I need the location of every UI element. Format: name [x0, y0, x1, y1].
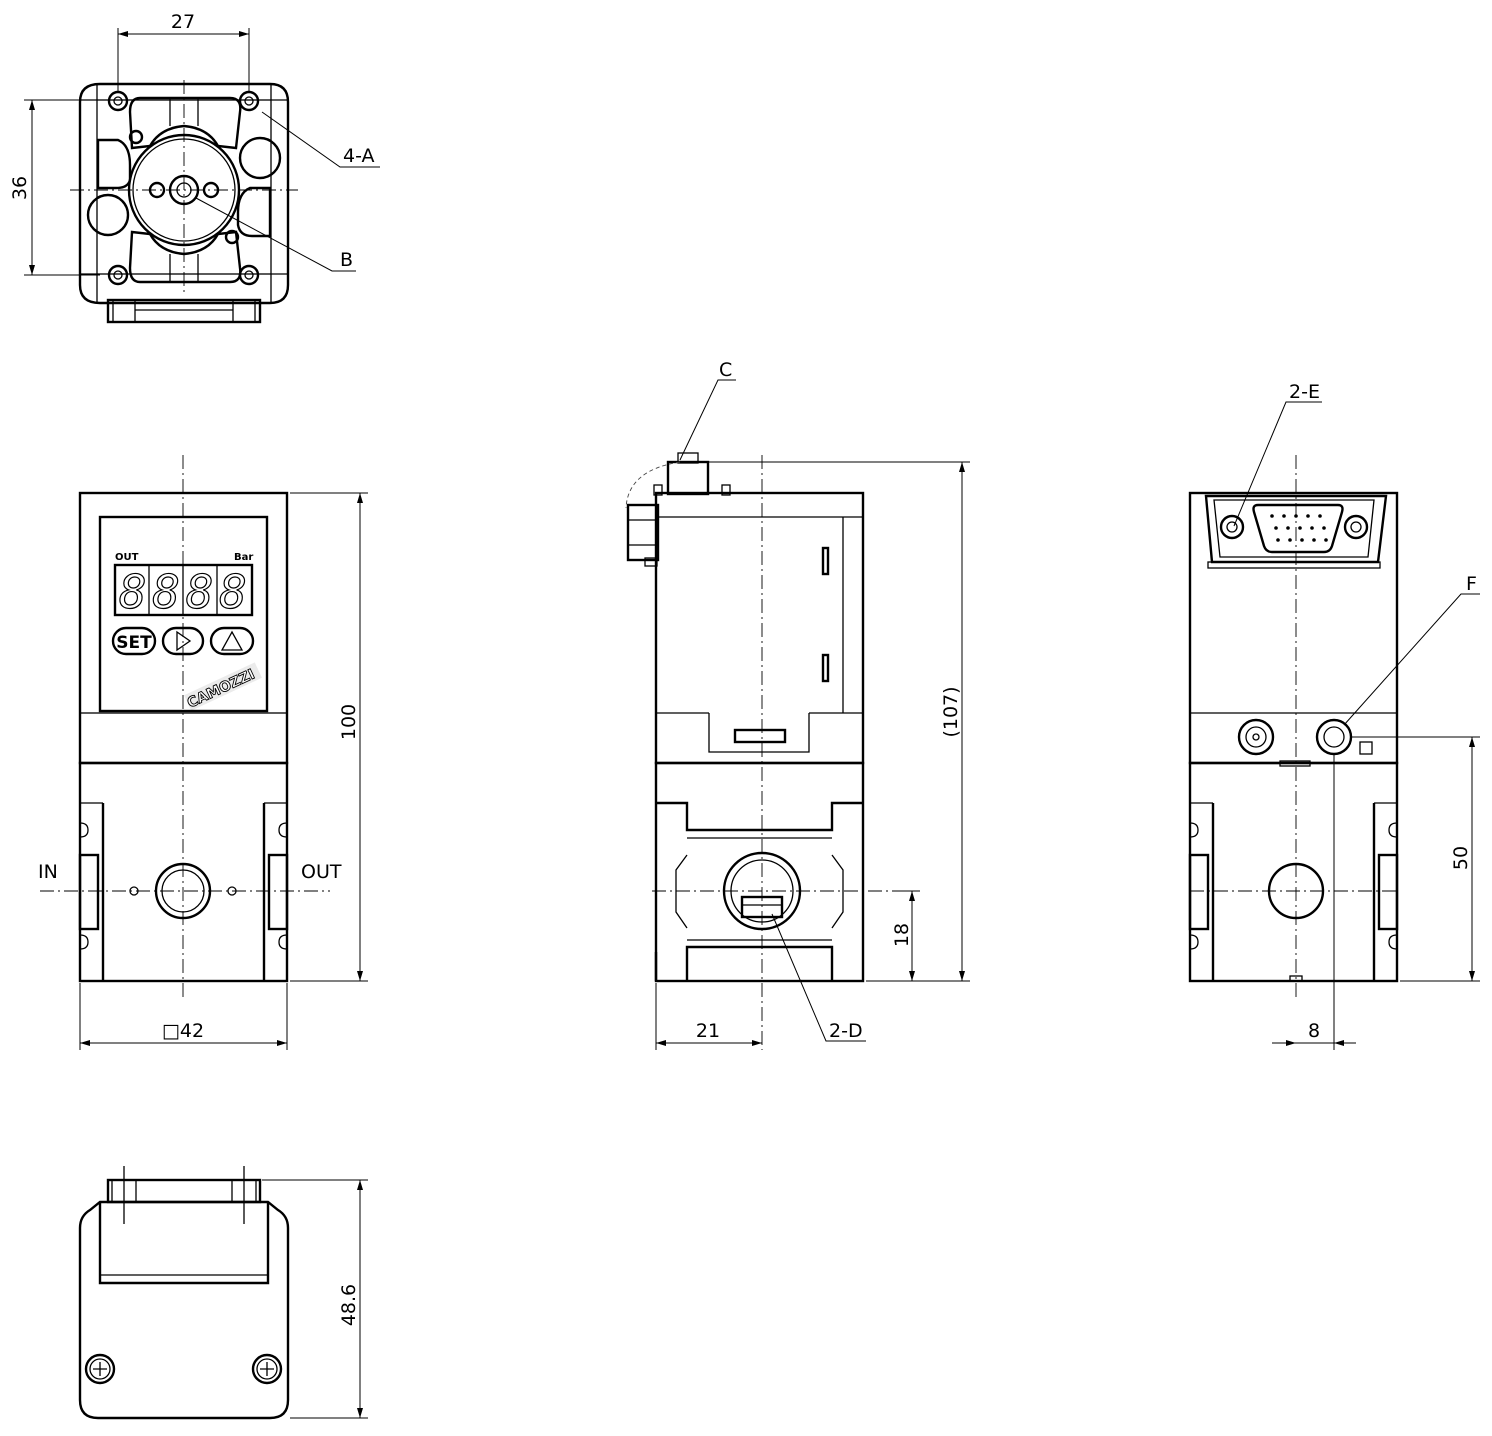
- side-view: C (107) 18 21 2-D: [625, 359, 970, 1050]
- connector-screw: [1343, 514, 1369, 540]
- phillips-screw-icon: [84, 1353, 116, 1385]
- front-view: OUT Bar 8888 SET CAMOZZI: [38, 455, 368, 1050]
- brand-logo: CAMOZZI: [185, 666, 257, 711]
- rear-dim-exhaust-height: 50: [1450, 846, 1472, 870]
- set-button-label: SET: [116, 633, 152, 653]
- callout-mount-holes: 4-A: [343, 145, 375, 167]
- triangle-up-icon: [220, 630, 244, 651]
- mounting-hole: [238, 90, 260, 112]
- set-button[interactable]: SET: [111, 626, 157, 656]
- top-dim-width: 27: [171, 11, 195, 33]
- mounting-hole: [107, 264, 129, 286]
- port-out-label: OUT: [301, 861, 342, 883]
- display-out-label: OUT: [115, 552, 139, 563]
- exhaust-port: [1315, 718, 1353, 756]
- bottom-view: 48.6: [78, 1166, 368, 1420]
- mounting-hole: [107, 90, 129, 112]
- port-in-label: IN: [38, 861, 58, 883]
- side-dim-height: (107): [940, 686, 962, 737]
- callout-port-2d: 2-D: [829, 1020, 863, 1042]
- play-icon: [176, 630, 192, 652]
- rear-view: 2-E F 50 8: [1188, 381, 1480, 1050]
- next-button[interactable]: [161, 626, 205, 656]
- front-dim-height: 100: [338, 704, 360, 740]
- mounting-hole: [238, 264, 260, 286]
- bottom-dim-depth: 48.6: [338, 1284, 360, 1326]
- callout-connector-2e: 2-E: [1289, 381, 1320, 403]
- front-dim-width: □42: [162, 1020, 204, 1042]
- callout-port-b: B: [340, 249, 353, 271]
- callout-exhaust-f: F: [1466, 573, 1477, 595]
- display-unit-label: Bar: [234, 552, 253, 563]
- side-dim-port-height: 18: [891, 923, 913, 947]
- rear-dim-exhaust-offset: 8: [1308, 1020, 1320, 1042]
- top-dim-height: 36: [9, 176, 31, 200]
- up-button[interactable]: [209, 626, 255, 656]
- phillips-screw-icon: [251, 1353, 283, 1385]
- d-sub-connector-icon: [1252, 503, 1344, 554]
- side-dim-half-width: 21: [696, 1020, 720, 1042]
- exhaust-port: [1237, 718, 1275, 756]
- connector-screw: [1219, 514, 1245, 540]
- top-view: 27 36 4-A B: [9, 11, 380, 324]
- callout-connector-c: C: [719, 359, 732, 381]
